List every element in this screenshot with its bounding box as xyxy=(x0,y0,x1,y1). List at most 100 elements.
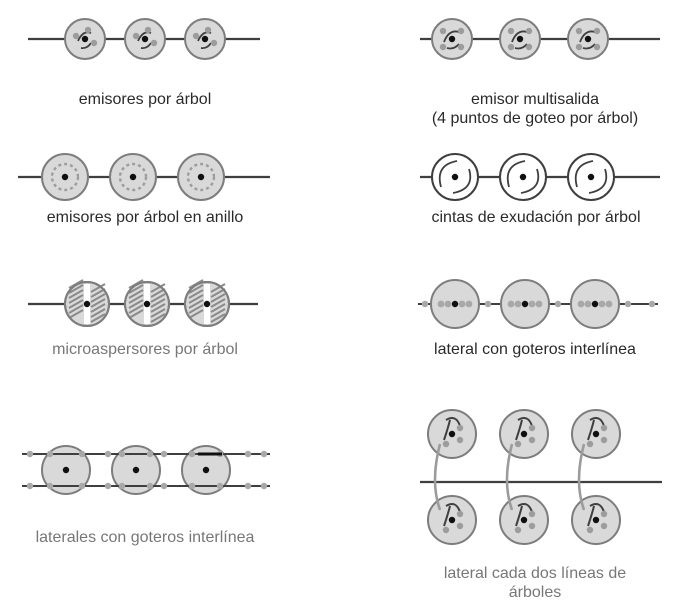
emitter-dot xyxy=(439,27,447,35)
emitter-dot xyxy=(437,300,445,308)
spray-hatch xyxy=(150,303,166,313)
tree-trunk xyxy=(202,466,210,474)
drip-tube xyxy=(517,503,533,513)
drip-tube xyxy=(445,503,461,513)
tree-outline xyxy=(64,281,110,327)
lateral-two-tree-rows-diagram xyxy=(420,409,662,545)
emitter-dot xyxy=(605,300,613,308)
spray-hatch xyxy=(150,308,166,318)
emitter-dot xyxy=(586,440,594,448)
caption-emisores-por-arbol: emisores por árbol xyxy=(20,90,270,109)
spray-hatch xyxy=(188,299,204,309)
emitter-dot xyxy=(593,43,601,51)
panel-emisor-multisalida: emisor multisalida (4 puntos de goteo po… xyxy=(400,14,670,134)
spray-hatch xyxy=(210,283,226,293)
emitter-dot xyxy=(260,450,268,458)
tree-trunk xyxy=(584,35,592,43)
emitter-dot xyxy=(528,300,536,308)
tree-trunk xyxy=(132,466,140,474)
caption-line: emisores por árbol xyxy=(78,91,212,108)
emitter-dot xyxy=(514,526,522,534)
tree-trunk xyxy=(521,300,529,308)
emitter-dot xyxy=(46,450,54,458)
tree-emitters-pair-diagram xyxy=(28,18,260,60)
spray-hatch xyxy=(68,284,84,294)
emitter-dot xyxy=(26,450,34,458)
tree-trunk xyxy=(81,35,89,43)
caption-cintas-exudacion: cintas de exudación por árbol xyxy=(398,208,674,227)
spray-hatch xyxy=(210,308,226,318)
drip-tube xyxy=(443,419,451,441)
panel-emisores-por-arbol: emisores por árbol xyxy=(20,14,270,114)
emitter-dot xyxy=(525,43,533,51)
drip-tube xyxy=(515,419,523,441)
caption-line: lateral cada dos líneas de xyxy=(443,565,627,582)
emitter-dot xyxy=(507,43,515,51)
exudation-tape xyxy=(438,160,458,188)
emitter-dot xyxy=(84,26,92,34)
drip-tube xyxy=(446,43,460,50)
emitter-dot xyxy=(600,436,608,444)
emitter-dot xyxy=(210,39,218,47)
tree-trunk xyxy=(83,300,91,308)
spray-hatch xyxy=(90,313,106,323)
exudation-tape xyxy=(574,160,594,188)
spray-hatch xyxy=(150,288,166,298)
spray-hatch xyxy=(90,283,106,293)
connector-tube xyxy=(577,443,586,511)
connector-tube xyxy=(505,443,514,511)
emitter-dot xyxy=(507,27,515,35)
spray-hatch xyxy=(188,289,204,299)
spray-hatch xyxy=(150,313,166,323)
panel-laterales-goteros-interlinea: laterales con goteros interlínea xyxy=(8,418,282,558)
caption-line: cintas de exudación por árbol xyxy=(431,209,641,226)
emitter-dot xyxy=(46,482,54,490)
spray-hatch xyxy=(128,299,144,309)
emitter-dot xyxy=(600,510,608,518)
emitter-dot xyxy=(439,43,447,51)
tree-trunk xyxy=(520,516,528,524)
tree-trunk xyxy=(197,173,205,181)
emitter-dot xyxy=(118,450,126,458)
emitter-dot xyxy=(160,482,168,490)
emitter-dot xyxy=(244,482,252,490)
exudation-tape xyxy=(520,168,540,194)
drip-tube xyxy=(587,505,595,527)
spray-hatch xyxy=(150,293,166,303)
drip-tube xyxy=(80,42,92,50)
emitter-dot xyxy=(465,300,473,308)
caption-microaspersores: microaspersores por árbol xyxy=(20,340,270,359)
spray-hatch xyxy=(128,289,144,299)
emitter-dot xyxy=(188,450,196,458)
spray-hatch xyxy=(128,309,144,319)
tree-trunk xyxy=(516,35,524,43)
emitter-dot xyxy=(244,450,252,458)
emitter-dot xyxy=(586,526,594,534)
tree-trunk xyxy=(520,430,528,438)
drip-tube xyxy=(589,503,605,513)
emitter-dot xyxy=(593,27,601,35)
spray-hatch xyxy=(128,294,144,304)
emitter-dot xyxy=(528,522,536,530)
spray-hatch xyxy=(188,284,204,294)
emitter-dot xyxy=(507,300,515,308)
spray-hatch xyxy=(68,309,84,319)
emitter-dot xyxy=(577,300,585,308)
exudation-tape xyxy=(588,168,608,194)
tree-trunk xyxy=(451,300,459,308)
emitter-dot xyxy=(535,300,543,308)
exudation-tape xyxy=(452,168,472,194)
emitter-dot xyxy=(150,39,158,47)
drip-tube xyxy=(200,42,212,50)
emitter-dot xyxy=(456,424,464,432)
tree-trunk xyxy=(448,35,456,43)
drip-tube xyxy=(514,43,528,50)
exudation-tape xyxy=(506,160,526,188)
spray-hatch xyxy=(90,298,106,308)
emitter-dot xyxy=(444,300,452,308)
spray-hatch xyxy=(90,288,106,298)
emitter-dot xyxy=(104,482,112,490)
emitter-dot xyxy=(132,32,140,40)
emitter-dot xyxy=(442,440,450,448)
exudation-tape-diagram xyxy=(420,153,660,201)
